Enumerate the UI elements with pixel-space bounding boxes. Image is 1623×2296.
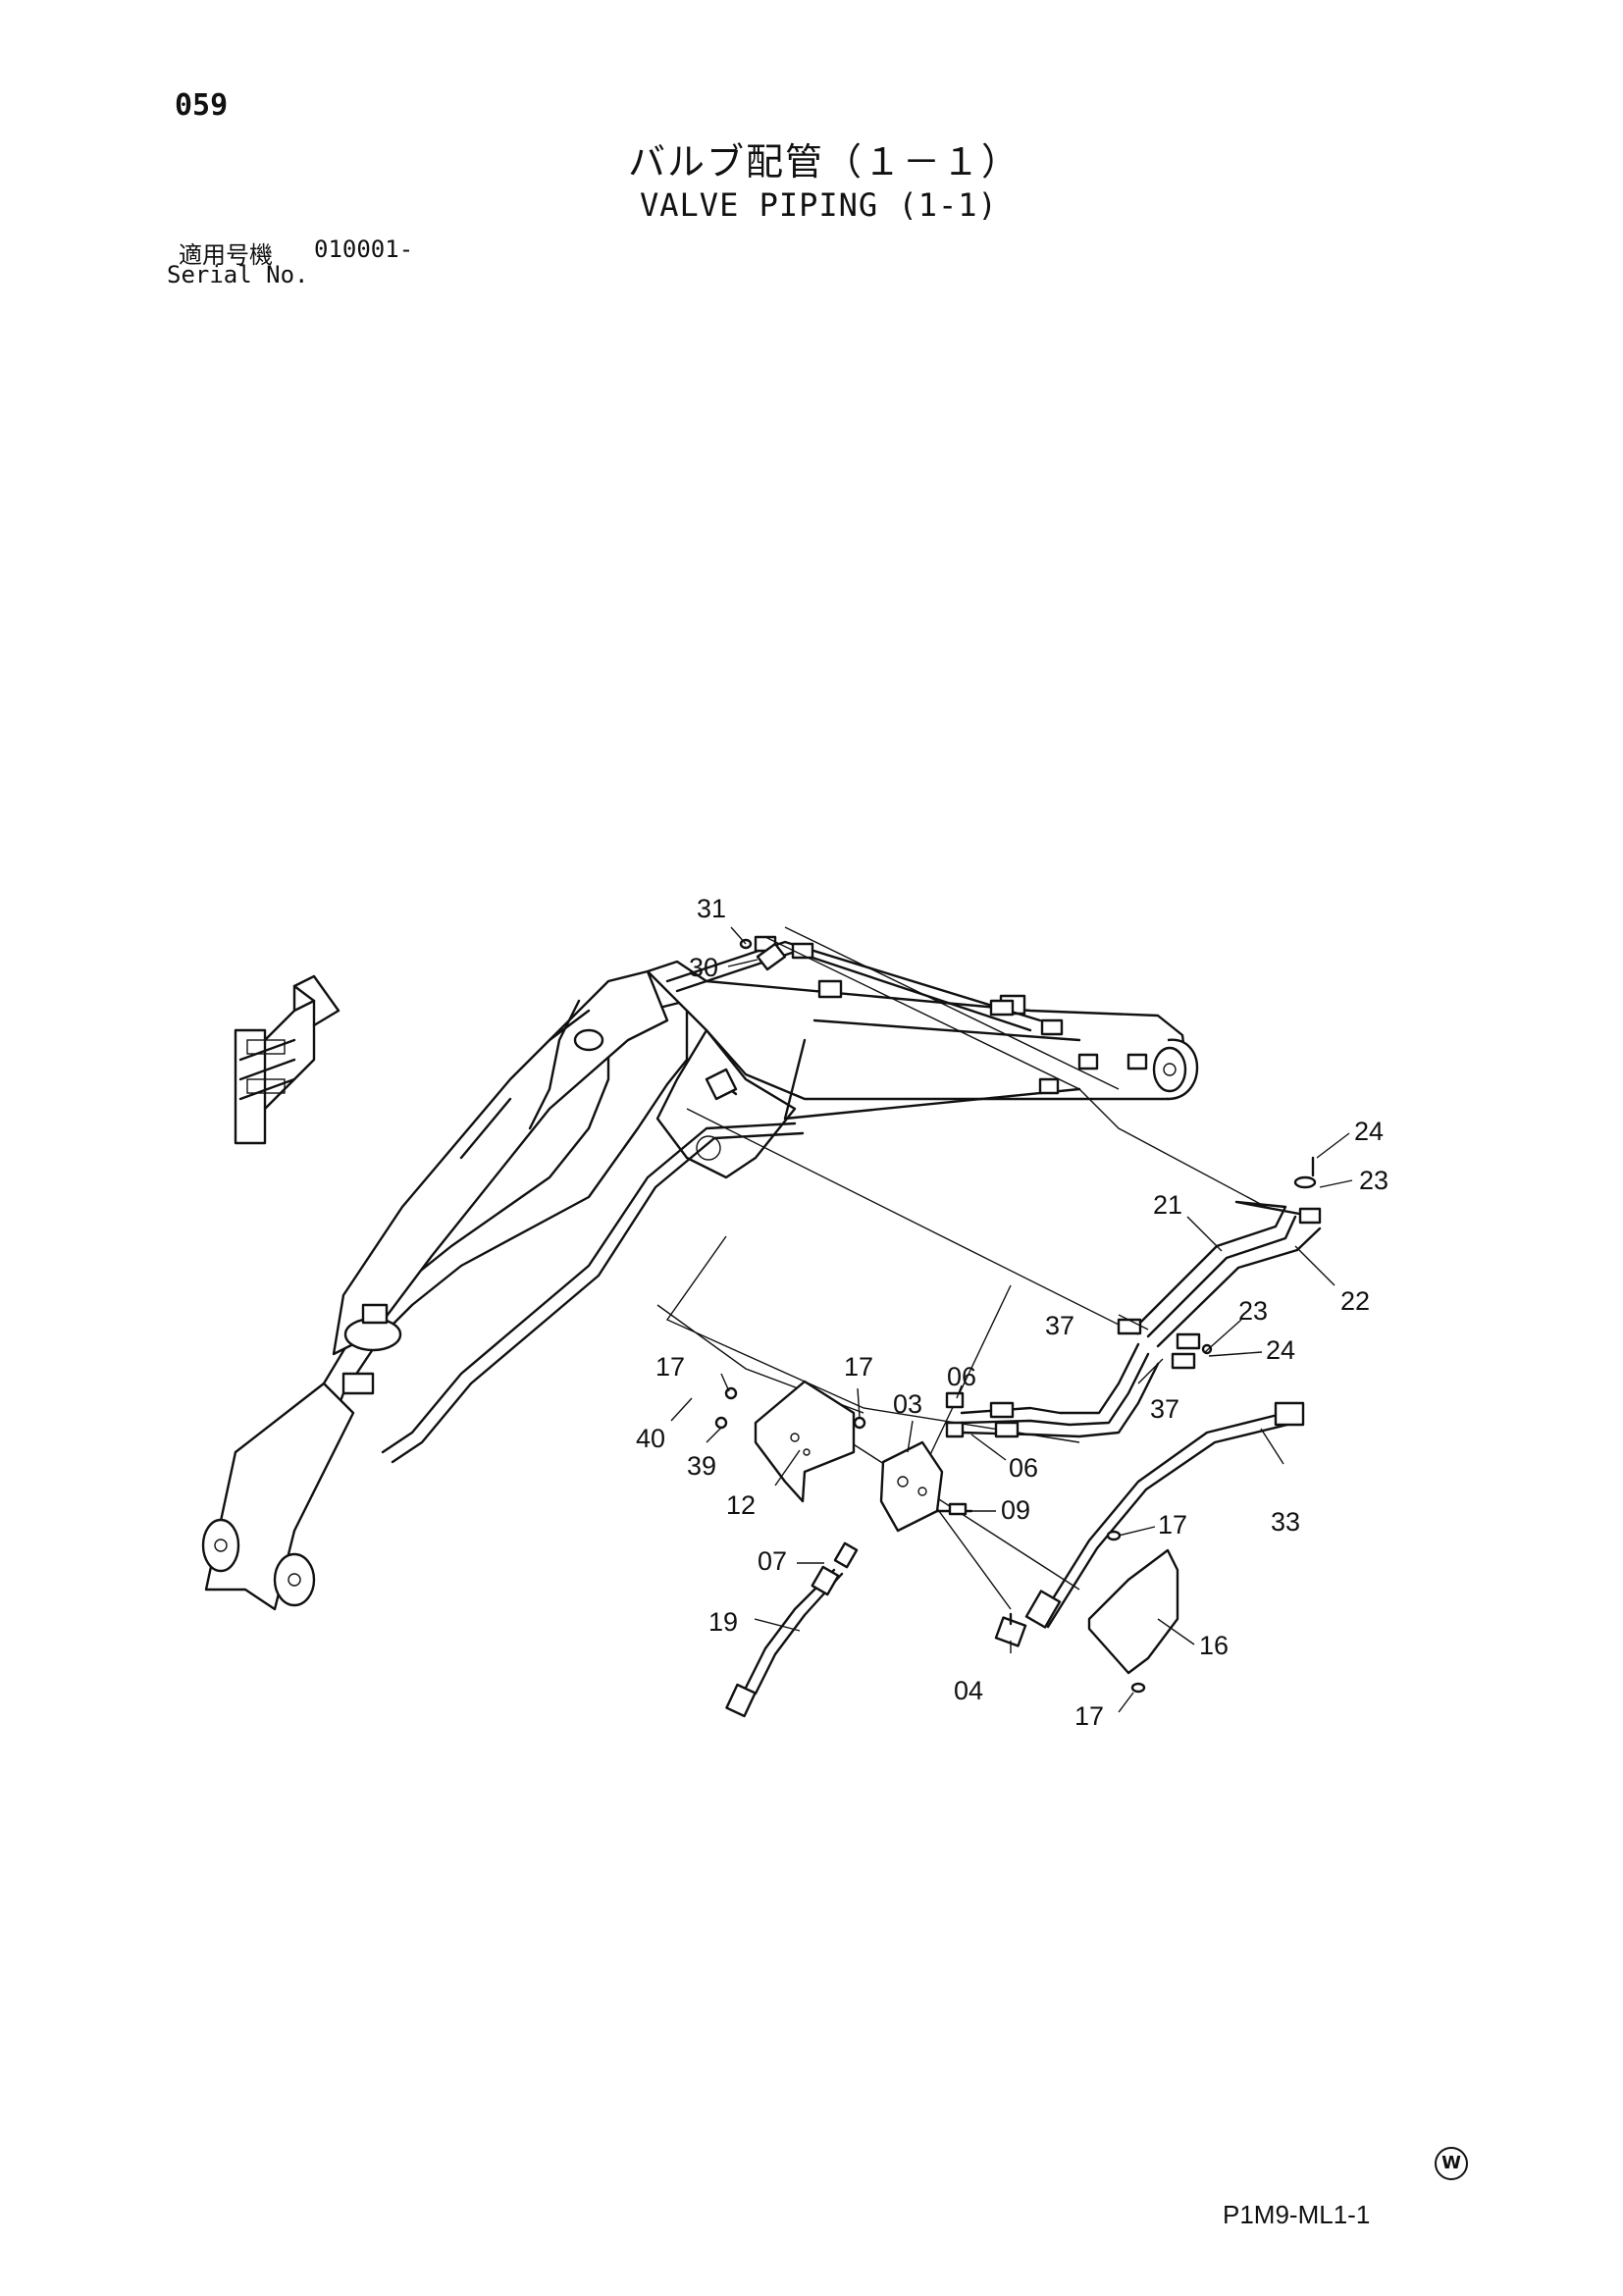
callout-leaders bbox=[670, 926, 1353, 1713]
callout-label: 31 bbox=[697, 894, 726, 923]
callout-label: 39 bbox=[687, 1451, 716, 1481]
boom-top-pipes bbox=[665, 935, 1064, 1036]
callout-label: 24 bbox=[1266, 1335, 1295, 1365]
callout-label: 17 bbox=[844, 1352, 873, 1382]
callout-label: 17 bbox=[1158, 1510, 1187, 1539]
pipe-21-22 bbox=[1117, 1156, 1322, 1370]
arm bbox=[201, 999, 689, 1611]
callout-label: 12 bbox=[726, 1490, 756, 1520]
guard-16 bbox=[1087, 1530, 1179, 1694]
serial-value: 010001- bbox=[314, 235, 414, 263]
page-number: 059 bbox=[175, 88, 229, 123]
bracket-30 bbox=[739, 938, 787, 971]
callout-labels: 31 30 24 23 21 22 23 24 37 37 17 17 06 0… bbox=[636, 894, 1388, 1731]
serial-label-japanese: 適用号機 bbox=[179, 241, 273, 269]
watermark-w-mark: W bbox=[1435, 2147, 1468, 2180]
callout-label: 04 bbox=[954, 1676, 983, 1705]
callout-label: 09 bbox=[1001, 1495, 1030, 1525]
callout-label: 37 bbox=[1150, 1394, 1179, 1424]
callout-label: 40 bbox=[636, 1424, 665, 1453]
callout-label: 17 bbox=[655, 1352, 685, 1382]
orientation-marker bbox=[234, 974, 340, 1145]
callout-label: 21 bbox=[1153, 1190, 1182, 1220]
callout-label: 06 bbox=[1009, 1453, 1038, 1483]
arm-pipes bbox=[381, 1122, 805, 1464]
hose-33 bbox=[1024, 1401, 1305, 1629]
callout-label: 33 bbox=[1271, 1507, 1300, 1537]
callout-label: 03 bbox=[893, 1389, 922, 1419]
callout-label: 16 bbox=[1199, 1631, 1229, 1660]
fitting-04 bbox=[994, 1612, 1027, 1647]
hose-19 bbox=[725, 1541, 859, 1718]
callout-label: 30 bbox=[689, 953, 718, 982]
hoses-06 bbox=[945, 1342, 1160, 1438]
callout-label: 07 bbox=[758, 1546, 787, 1576]
drawing-code: P1M9-ML1-1 bbox=[1223, 2200, 1371, 2229]
callout-label: 22 bbox=[1340, 1286, 1370, 1316]
valve-03 bbox=[879, 1440, 973, 1533]
callout-label: 23 bbox=[1359, 1166, 1388, 1195]
callout-label: 24 bbox=[1354, 1117, 1384, 1146]
callout-label: 23 bbox=[1238, 1296, 1268, 1326]
serial-label-english: Serial No. bbox=[167, 261, 309, 288]
callout-label: 17 bbox=[1074, 1701, 1104, 1731]
callout-label: 19 bbox=[708, 1607, 738, 1637]
callout-label: 06 bbox=[947, 1362, 976, 1391]
title-japanese: バルブ配管（１－１） bbox=[628, 140, 1021, 183]
title-english: VALVE PIPING (1-1) bbox=[640, 186, 998, 224]
callout-label: 37 bbox=[1045, 1311, 1074, 1340]
boom-cylinder bbox=[332, 969, 669, 1395]
bracket-12 bbox=[714, 1380, 866, 1503]
